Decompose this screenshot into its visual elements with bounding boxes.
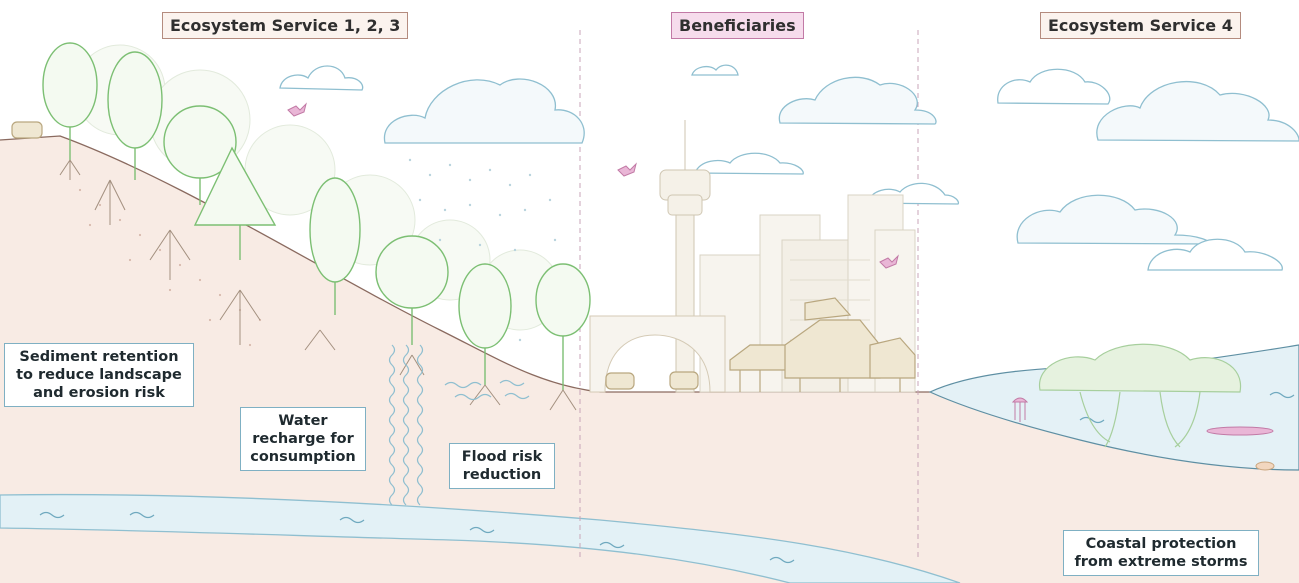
- cloud-2: [279, 65, 364, 91]
- clouds: [279, 64, 1299, 271]
- hill-outline: [0, 135, 930, 393]
- sea-creatures: [1011, 397, 1275, 471]
- rain-stipple: [408, 158, 562, 342]
- callout-line: consumption: [250, 449, 356, 465]
- header-ecosystem-service-1-2-3: Ecosystem Service 1, 2, 3: [162, 12, 409, 39]
- river-waves: [39, 391, 1295, 564]
- flood-waves: [444, 379, 530, 401]
- fish-large: [1206, 426, 1274, 436]
- cloud-4: [694, 152, 804, 175]
- birds: [287, 102, 899, 269]
- callout-line: Water: [278, 413, 328, 429]
- roots: [59, 159, 577, 411]
- bird-1: [287, 102, 307, 117]
- tower: [659, 120, 711, 393]
- car-bridge-2: [669, 371, 699, 390]
- header-beneficiaries: Beneficiaries: [671, 12, 804, 39]
- header-ecosystem-service-4: Ecosystem Service 4: [1040, 12, 1241, 39]
- callout-line: to reduce landscape: [16, 367, 182, 383]
- car-hill: [11, 121, 43, 139]
- callout-line: Coastal protection: [1085, 536, 1237, 552]
- callout-flood-risk: Flood risk reduction: [449, 443, 555, 489]
- car-bridge-1: [605, 372, 635, 390]
- callout-line: recharge for: [252, 431, 354, 447]
- callout-line: from extreme storms: [1074, 554, 1248, 570]
- forest-trees: [42, 42, 591, 390]
- callout-line: and erosion risk: [33, 385, 165, 401]
- callout-line: Flood risk: [461, 449, 543, 465]
- mangroves: [1039, 343, 1242, 448]
- callout-sediment-retention: Sediment retention to reduce landscape a…: [4, 343, 194, 407]
- cloud-1: [383, 78, 585, 144]
- callout-line: Sediment retention: [19, 349, 179, 365]
- cloud-10: [1147, 238, 1283, 271]
- stilt-houses: [729, 297, 916, 392]
- callout-water-recharge: Water recharge for consumption: [240, 407, 366, 471]
- cars: [11, 121, 699, 390]
- cloud-7: [997, 68, 1111, 105]
- groundwater-recharge: [388, 344, 424, 506]
- cloud-6: [691, 64, 739, 76]
- callout-line: reduction: [462, 467, 542, 483]
- bird-3: [879, 254, 899, 269]
- soil-stipple: [78, 188, 262, 347]
- jellyfish: [1011, 397, 1029, 422]
- bird-2: [617, 162, 637, 177]
- fish-small: [1255, 461, 1275, 471]
- callout-coastal-protection: Coastal protection from extreme storms: [1063, 530, 1259, 576]
- ground: [0, 136, 1299, 583]
- cloud-8: [1096, 81, 1299, 142]
- bridge: [589, 315, 726, 393]
- cloud-9: [1016, 194, 1211, 245]
- cloud-3: [778, 76, 937, 125]
